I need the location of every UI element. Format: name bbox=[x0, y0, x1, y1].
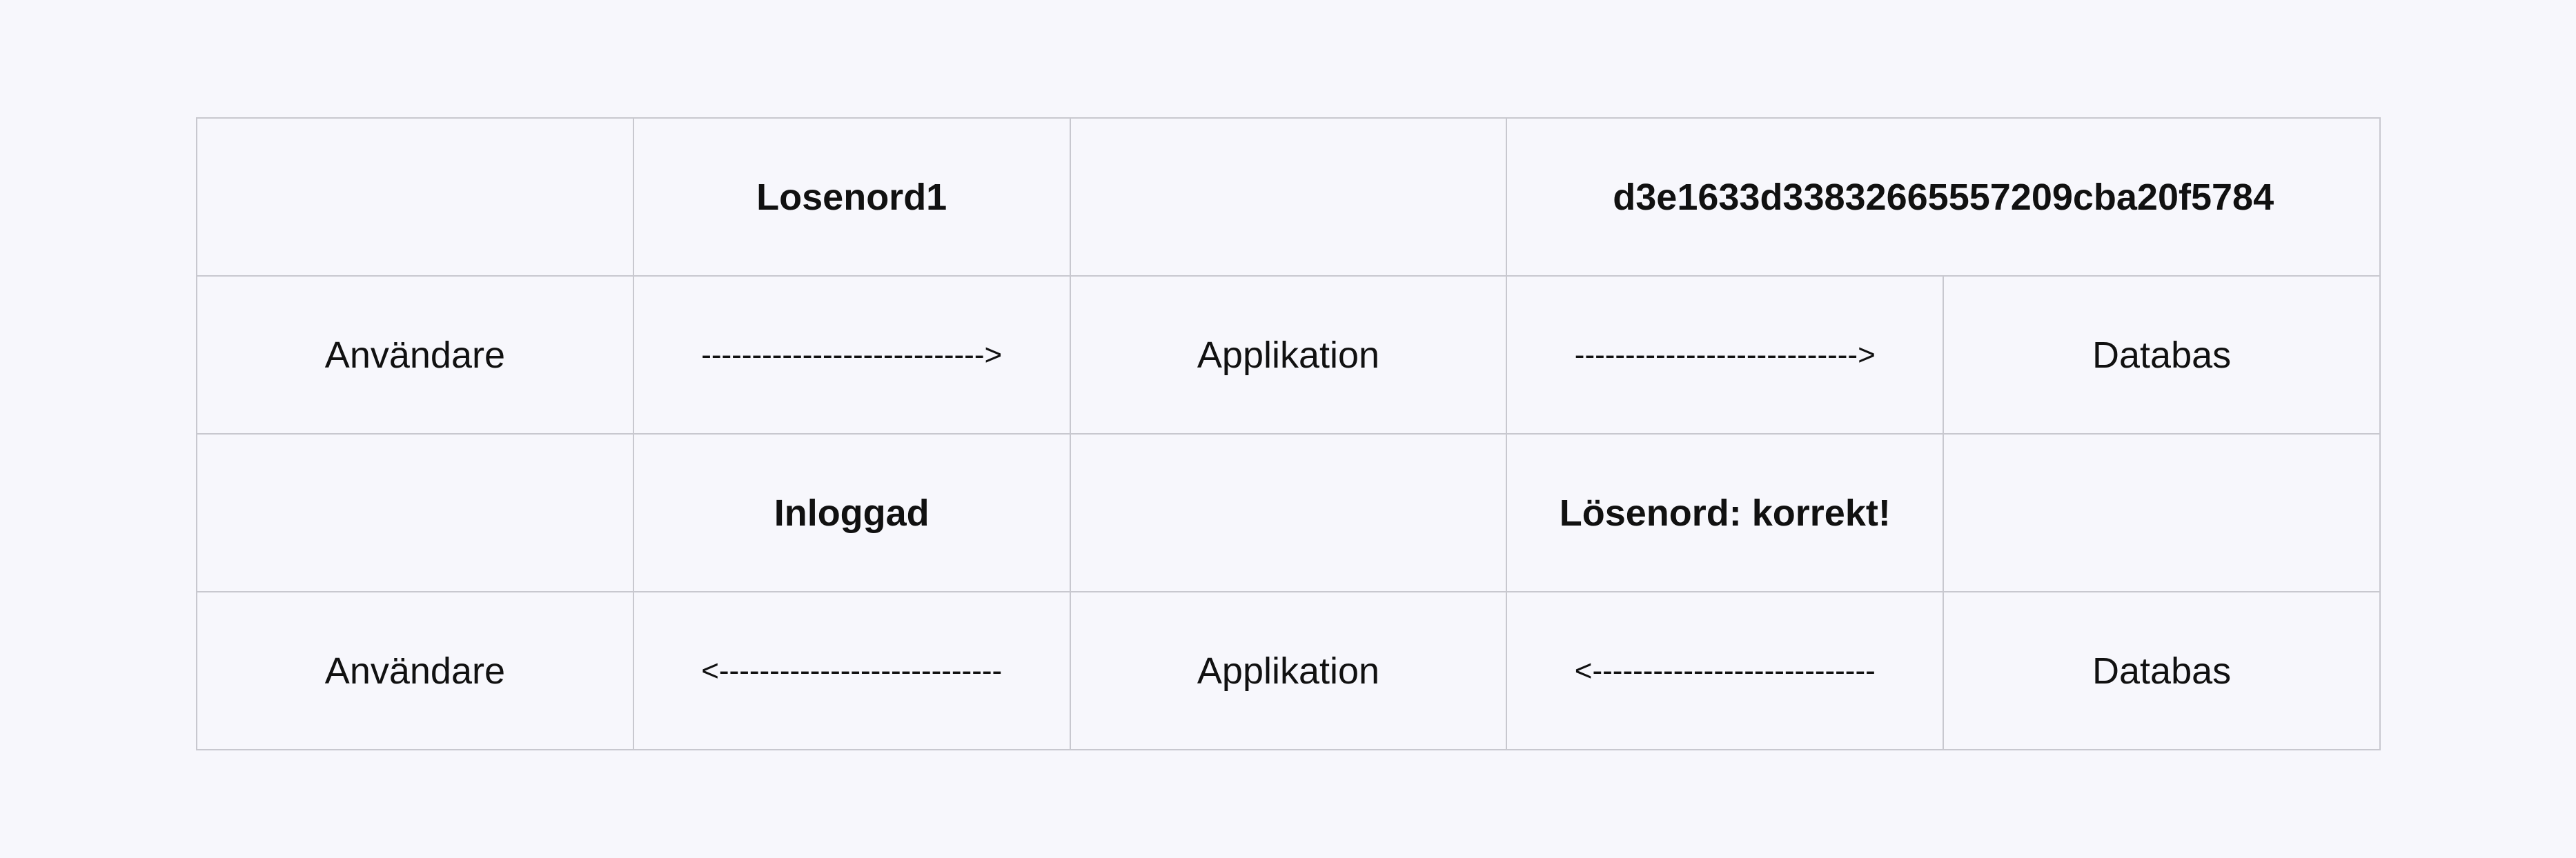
logged-in-label: Inloggad bbox=[632, 433, 1071, 592]
arrow-db-to-app: <---------------------------- bbox=[1506, 591, 1945, 750]
user-node: Användare bbox=[196, 591, 634, 750]
password-ok-label: Lösenord: korrekt! bbox=[1506, 433, 1945, 592]
password-label: Losenord1 bbox=[632, 117, 1071, 277]
cell-empty bbox=[1943, 433, 2381, 592]
cell-empty bbox=[1069, 117, 1508, 277]
user-node: Användare bbox=[196, 275, 634, 435]
cell-empty bbox=[196, 433, 634, 592]
arrow-app-to-user: <---------------------------- bbox=[632, 591, 1071, 750]
app-node: Applikation bbox=[1069, 275, 1508, 435]
password-flow-diagram: Losenord1 d3e1633d33832665557209cba20f57… bbox=[196, 117, 2381, 750]
db-node: Databas bbox=[1943, 591, 2381, 750]
db-node: Databas bbox=[1943, 275, 2381, 435]
row-request-flow: Användare ----------------------------> … bbox=[196, 275, 2381, 435]
arrow-app-to-db: ----------------------------> bbox=[1506, 275, 1945, 435]
row-request-data: Losenord1 d3e1633d33832665557209cba20f57… bbox=[196, 117, 2381, 277]
app-node: Applikation bbox=[1069, 591, 1508, 750]
arrow-user-to-app: ----------------------------> bbox=[632, 275, 1071, 435]
hash-label: d3e1633d33832665557209cba20f5784 bbox=[1506, 117, 2381, 277]
cell-empty bbox=[196, 117, 634, 277]
row-response-data: Inloggad Lösenord: korrekt! bbox=[196, 433, 2381, 592]
cell-empty bbox=[1069, 433, 1508, 592]
flow-table: Losenord1 d3e1633d33832665557209cba20f57… bbox=[196, 117, 2381, 750]
row-response-flow: Användare <---------------------------- … bbox=[196, 591, 2381, 750]
